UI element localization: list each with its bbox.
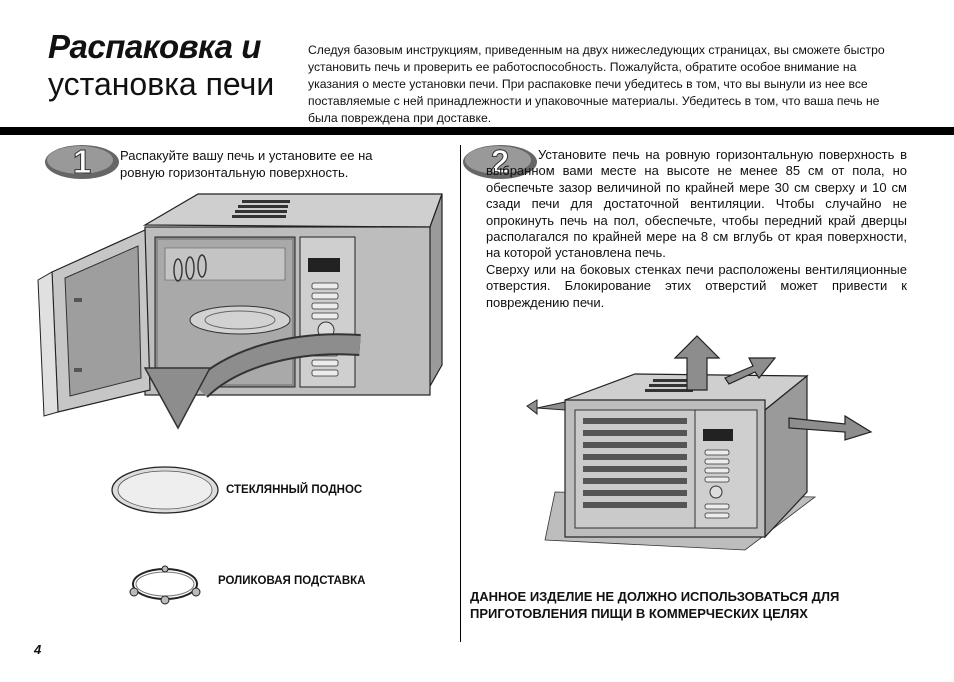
open-microwave-illustration — [37, 193, 443, 430]
intro-paragraph: Следуя базовым инструкциям, приведенным … — [308, 43, 885, 125]
step-2-badge: 2 — [463, 143, 537, 181]
step-1-badge: 1 — [45, 143, 119, 181]
roller-ring-illustration — [129, 565, 201, 605]
glass-tray-illustration — [111, 466, 219, 514]
step-2-number: 2 — [491, 143, 509, 180]
section-divider-rule — [0, 127, 954, 135]
ventilation-microwave-illustration — [526, 335, 873, 551]
commercial-use-warning: ДАННОЕ ИЗДЕЛИЕ НЕ ДОЛЖНО ИСПОЛЬЗОВАТЬСЯ … — [470, 589, 840, 621]
page-number: 4 — [34, 642, 42, 657]
glass-tray-label: СТЕКЛЯННЫЙ ПОДНОС — [226, 484, 363, 496]
column-divider — [460, 145, 461, 642]
step-1-number: 1 — [73, 143, 91, 180]
step-2-paragraph-1: Установите печь на ровную горизонтальную… — [486, 147, 907, 261]
page-title-line1: Распаковка и — [48, 28, 261, 65]
roller-ring-label: РОЛИКОВАЯ ПОДСТАВКА — [218, 575, 366, 587]
step-2-paragraph-2: Сверху или на боковых стенках печи распо… — [486, 261, 907, 310]
step-2-text: Установите печь на ровную горизонтальную… — [486, 147, 907, 311]
step-1-text: Распакуйте вашу печь и установите ее на … — [120, 148, 373, 180]
page-title-line2: установка печи — [48, 66, 275, 102]
